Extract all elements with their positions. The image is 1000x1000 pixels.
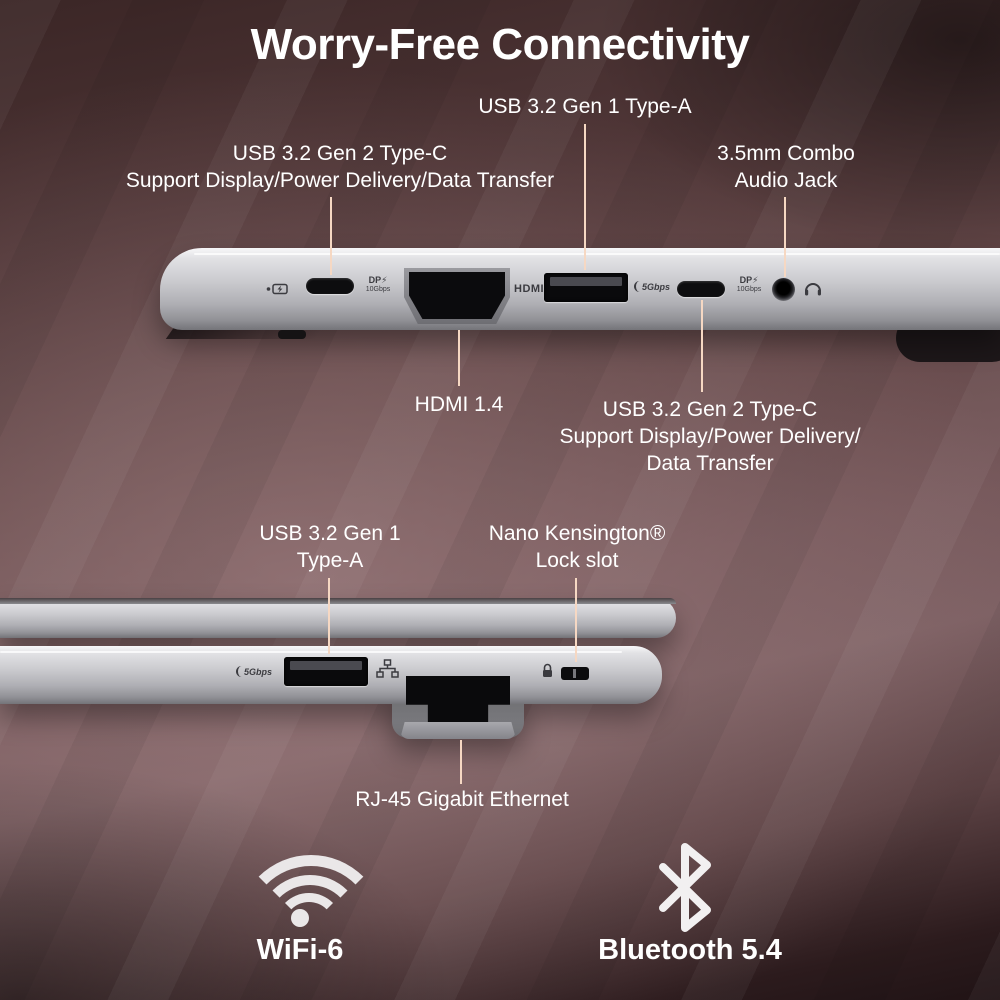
charging-indicator-icon bbox=[266, 282, 290, 300]
callout-line-audio bbox=[784, 197, 786, 277]
hdmi-port bbox=[404, 268, 510, 324]
usb-c-port-front bbox=[306, 278, 354, 294]
callout-line-usb-a-top bbox=[584, 124, 586, 270]
dp-speed-text: 10Gbps bbox=[736, 286, 762, 293]
callout-usb-a-top: USB 3.2 Gen 1 Type-A bbox=[435, 93, 735, 120]
callout-line-kensington bbox=[575, 578, 577, 662]
usb-a-tongue bbox=[290, 661, 362, 670]
superspeed-marking-top: 5Gbps bbox=[634, 281, 670, 292]
kensington-slot-pin bbox=[573, 669, 576, 678]
page-title: Worry-Free Connectivity bbox=[250, 20, 750, 69]
callout-text: USB 3.2 Gen 1 Type-A bbox=[478, 95, 692, 118]
superspeed-arc-icon bbox=[634, 281, 641, 292]
callout-text: Support Display/Power Delivery/ bbox=[559, 425, 861, 448]
superspeed-text: 5Gbps bbox=[244, 666, 273, 677]
callout-usb-c-front: USB 3.2 Gen 2 Type-C Support Display/Pow… bbox=[90, 140, 590, 194]
wifi-label: WiFi-6 bbox=[256, 934, 344, 966]
superspeed-arc-icon bbox=[236, 666, 243, 677]
callout-usb-a-bottom: USB 3.2 Gen 1 Type-A bbox=[230, 520, 430, 574]
wifi-arc-inner bbox=[275, 893, 343, 961]
callout-line-usb-c-front bbox=[330, 197, 332, 275]
callout-hdmi: HDMI 1.4 bbox=[359, 391, 559, 418]
callout-line-hdmi bbox=[458, 330, 460, 386]
laptop-lid-bottom-view bbox=[0, 598, 676, 638]
callout-text: Audio Jack bbox=[734, 169, 838, 192]
callout-text: 3.5mm Combo bbox=[717, 142, 855, 165]
usb-a-tongue bbox=[550, 277, 622, 286]
callout-audio: 3.5mm Combo Audio Jack bbox=[661, 140, 911, 194]
callout-text: RJ-45 Gigabit Ethernet bbox=[355, 788, 569, 811]
rj45-drop-jaw bbox=[400, 722, 516, 739]
dp-marking-text: DP⚡ bbox=[368, 275, 388, 285]
dp-marking-text: DP⚡ bbox=[739, 275, 759, 285]
callout-text: Data Transfer bbox=[646, 452, 774, 475]
wifi-dot bbox=[291, 909, 309, 927]
callout-line-ethernet bbox=[460, 740, 462, 784]
callout-kensington: Nano Kensington® Lock slot bbox=[452, 520, 702, 574]
callout-text: USB 3.2 Gen 2 Type-C bbox=[232, 142, 448, 165]
callout-usb-c-rear: USB 3.2 Gen 2 Type-C Support Display/Pow… bbox=[535, 396, 885, 477]
callout-text: USB 3.2 Gen 1 bbox=[259, 522, 401, 545]
callout-line-usb-c-rear bbox=[701, 300, 703, 392]
callout-ethernet: RJ-45 Gigabit Ethernet bbox=[312, 786, 612, 813]
dp-speed-text: 10Gbps bbox=[365, 286, 391, 293]
displayport-marking-rear: DP⚡ 10Gbps bbox=[729, 275, 769, 295]
kensington-lock-slot bbox=[561, 667, 589, 680]
laptop-lid-edge bbox=[0, 598, 676, 604]
wifi-icon bbox=[225, 838, 385, 948]
laptop-deck-highlight bbox=[194, 253, 1000, 255]
audio-jack-port bbox=[772, 278, 795, 301]
usb-a-port-bottom bbox=[284, 657, 368, 686]
usb-a-port-top bbox=[544, 273, 628, 302]
bluetooth-icon bbox=[645, 840, 725, 935]
superspeed-marking-bottom: 5Gbps bbox=[236, 666, 272, 677]
callout-text: Lock slot bbox=[535, 549, 619, 572]
laptop-rubber-foot bbox=[278, 330, 306, 339]
wifi-arc-outer bbox=[237, 855, 385, 1000]
hdmi-port-opening bbox=[409, 272, 505, 319]
lock-icon bbox=[541, 663, 554, 684]
usb-c-port-rear bbox=[677, 281, 725, 297]
callout-text: Support Display/Power Delivery/Data Tran… bbox=[125, 169, 555, 192]
callout-line-usb-a-bottom bbox=[328, 578, 330, 654]
superspeed-text: 5Gbps bbox=[642, 281, 671, 292]
displayport-marking-front: DP⚡ 10Gbps bbox=[358, 275, 398, 295]
callout-text: HDMI 1.4 bbox=[414, 393, 504, 416]
callout-text: Nano Kensington® bbox=[488, 522, 666, 545]
wifi-arc-middle bbox=[257, 875, 363, 981]
ethernet-icon bbox=[376, 659, 399, 683]
callout-text: Type-A bbox=[296, 549, 364, 572]
headphone-icon bbox=[803, 280, 823, 302]
bluetooth-label: Bluetooth 5.4 bbox=[598, 934, 782, 966]
callout-text: USB 3.2 Gen 2 Type-C bbox=[602, 398, 818, 421]
laptop-deck-highlight bbox=[0, 651, 622, 653]
hdmi-marking: HDMI bbox=[514, 283, 545, 295]
